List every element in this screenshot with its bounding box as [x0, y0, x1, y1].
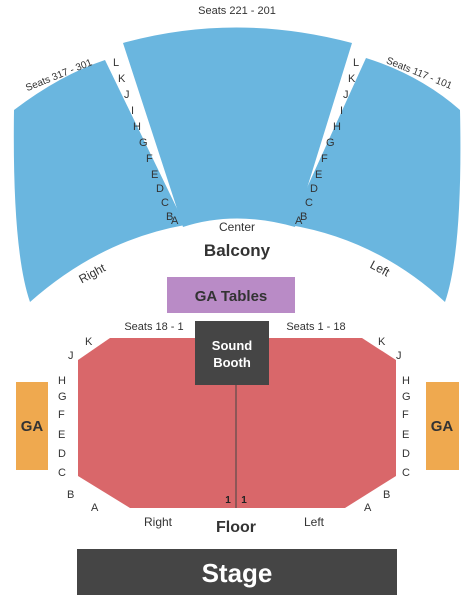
row-label: F — [321, 153, 328, 165]
row-label: H — [333, 121, 341, 133]
row-label: C — [402, 467, 410, 479]
row-label: E — [151, 169, 158, 181]
ga-right-label: GA — [431, 418, 454, 435]
ga-left-label: GA — [21, 418, 44, 435]
row-label: I — [340, 105, 343, 117]
row-label: F — [402, 409, 409, 421]
row-label: A — [295, 215, 303, 227]
sound-booth-label-line2: Booth — [213, 355, 251, 370]
row-label: L — [113, 57, 119, 69]
row-label: A — [91, 502, 99, 514]
ga-right-section[interactable] — [426, 382, 459, 470]
row-label: D — [156, 183, 164, 195]
row-label: G — [326, 137, 335, 149]
floor-left-rows: K J H G F E D C B A — [58, 336, 99, 514]
row-label: J — [68, 350, 74, 362]
row-label: D — [58, 448, 66, 460]
balcony-right-aisle-rows: L K J I H G F E D C B A — [295, 57, 359, 227]
floor-right-label: Right — [144, 515, 173, 529]
balcony-label: Balcony — [204, 241, 271, 260]
balcony-right-label: Right — [76, 260, 108, 286]
balcony-center-label: Center — [219, 220, 255, 234]
floor-left-seats: Seats 18 - 1 — [124, 321, 183, 333]
row-label: H — [58, 375, 66, 387]
row-label: C — [161, 197, 169, 209]
seat-number-left: 1 — [225, 495, 231, 506]
seat-number-right: 1 — [241, 495, 247, 506]
row-label: G — [402, 391, 411, 403]
row-label: C — [58, 467, 66, 479]
ga-tables-label: GA Tables — [195, 288, 268, 305]
floor-right-seats: Seats 1 - 18 — [286, 321, 345, 333]
row-label: I — [131, 105, 134, 117]
balcony-right-section[interactable] — [290, 58, 461, 302]
floor-right-rows: K J H G F E D C B A — [364, 336, 411, 514]
row-label: J — [396, 350, 402, 362]
row-label: A — [171, 215, 179, 227]
row-label: K — [118, 73, 126, 85]
row-label: K — [348, 73, 356, 85]
balcony-left-section[interactable] — [13, 60, 185, 302]
sound-booth-label-line1: Sound — [212, 338, 252, 353]
ga-tables-section[interactable] — [167, 277, 295, 313]
row-label: J — [124, 89, 130, 101]
ga-left-section[interactable] — [16, 382, 48, 470]
stage — [77, 549, 397, 595]
row-label: C — [305, 197, 313, 209]
balcony-left-label: Left — [368, 258, 393, 280]
row-label: D — [310, 183, 318, 195]
row-label: L — [353, 57, 359, 69]
row-label: E — [402, 429, 409, 441]
row-label: K — [85, 336, 93, 348]
floor-label: Floor — [216, 519, 256, 536]
row-label: B — [67, 489, 74, 501]
row-label: E — [315, 169, 322, 181]
sound-booth — [195, 321, 269, 385]
row-label: A — [364, 502, 372, 514]
floor-left-label: Left — [304, 515, 325, 529]
balcony-center-section[interactable] — [123, 27, 352, 228]
row-label: B — [300, 211, 307, 223]
stage-label: Stage — [202, 558, 273, 588]
row-label: H — [402, 375, 410, 387]
balcony-left-aisle-rows: L K J I H G F E D C B A — [113, 57, 179, 227]
balcony-center-seats: Seats 221 - 201 — [198, 5, 276, 17]
row-label: B — [383, 489, 390, 501]
row-label: D — [402, 448, 410, 460]
row-label: B — [166, 211, 173, 223]
row-label: K — [378, 336, 386, 348]
row-label: J — [343, 89, 349, 101]
row-label: F — [146, 153, 153, 165]
row-label: H — [133, 121, 141, 133]
row-label: G — [139, 137, 148, 149]
floor-left-section[interactable] — [236, 338, 396, 508]
row-label: E — [58, 429, 65, 441]
row-label: F — [58, 409, 65, 421]
row-label: G — [58, 391, 67, 403]
